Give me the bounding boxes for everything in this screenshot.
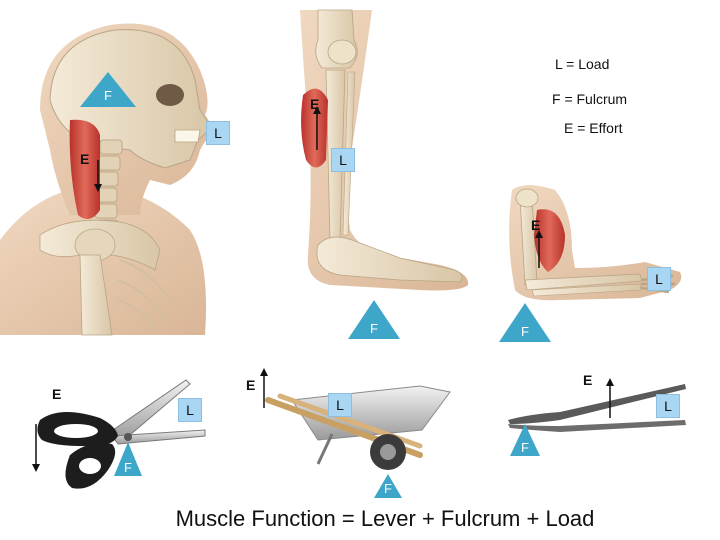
effort-label-wheelbarrow: E <box>246 377 256 393</box>
load-label-tweezers: L <box>656 394 680 418</box>
fulcrum-label-arm: F <box>521 324 529 339</box>
wheelbarrow-illustration <box>260 368 451 470</box>
load-label-scissors: L <box>178 398 202 422</box>
legend-effort: E = Effort <box>564 120 623 136</box>
fulcrum-triangle-wheelbarrow <box>374 474 402 498</box>
load-label-wheelbarrow: L <box>328 393 352 417</box>
caption: Muscle Function = Lever + Fulcrum + Load <box>175 506 595 531</box>
fulcrum-triangle-head <box>80 72 136 107</box>
load-label-foot: L <box>331 148 355 172</box>
fulcrum-label-foot: F <box>370 321 378 336</box>
fulcrum-label-head: F <box>104 88 112 103</box>
arm-illustration <box>509 185 682 301</box>
fulcrum-triangle-scissors <box>114 442 142 476</box>
tweezers-illustration <box>508 378 686 432</box>
fulcrum-triangle-arm <box>499 303 551 342</box>
fulcrum-triangle-tweezers <box>510 424 540 456</box>
fulcrum-label-scissors: F <box>124 460 132 475</box>
legend-load: L = Load <box>555 56 610 72</box>
effort-label-tweezers: E <box>583 372 593 388</box>
head-neck-illustration <box>0 23 215 336</box>
scissors-illustration <box>32 379 206 489</box>
legend-fulcrum: F = Fulcrum <box>552 91 628 107</box>
fulcrum-triangle-foot <box>348 300 400 339</box>
load-label-arm: L <box>647 267 671 291</box>
fulcrum-label-wheelbarrow: F <box>384 481 392 496</box>
leg-foot-illustration <box>300 9 469 291</box>
effort-label-arm: E <box>531 217 541 233</box>
effort-label-foot: E <box>310 96 320 112</box>
fulcrum-label-tweezers: F <box>521 440 529 455</box>
effort-label-scissors: E <box>52 386 62 402</box>
effort-label-head: E <box>80 151 90 167</box>
load-label-head: L <box>206 121 230 145</box>
